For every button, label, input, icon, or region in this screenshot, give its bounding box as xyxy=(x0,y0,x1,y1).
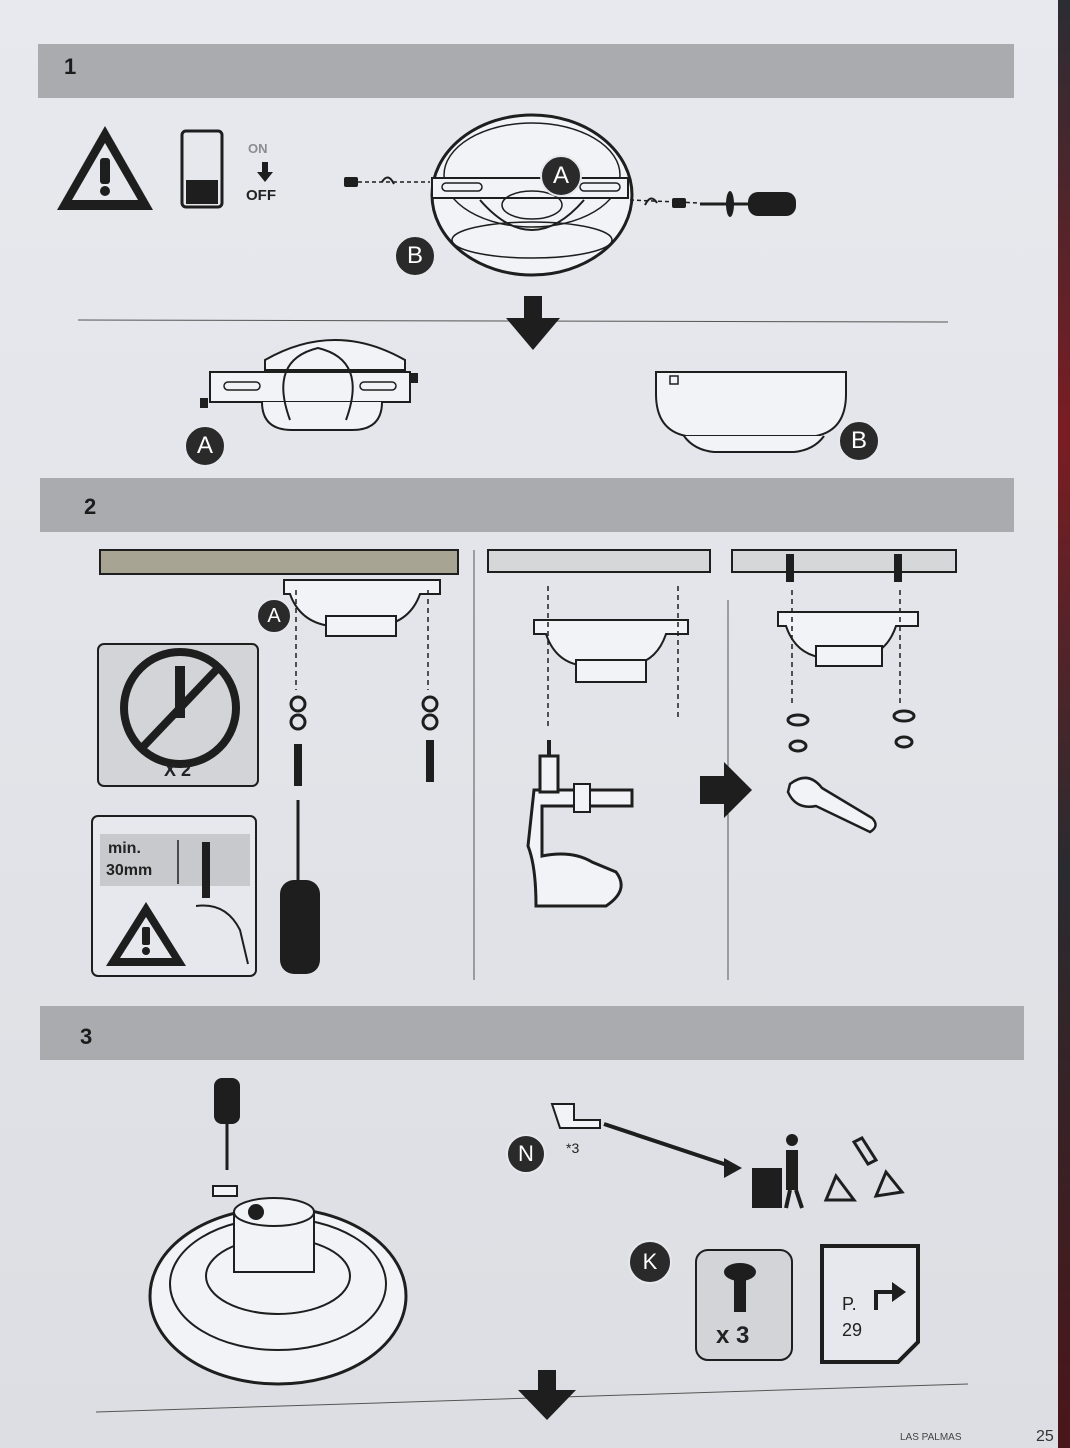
screw-k-box xyxy=(695,1249,793,1361)
page-reference-icon xyxy=(820,1244,920,1364)
fan-body-illustration xyxy=(148,1078,408,1386)
step-2-number: 2 xyxy=(84,494,97,519)
concrete-ceiling-illustration xyxy=(487,549,711,573)
step-1-header xyxy=(38,44,1014,98)
no-screw-warning-box xyxy=(97,643,259,787)
binder-edge xyxy=(1058,0,1070,1448)
step-3-header xyxy=(40,1006,1024,1060)
part-n-badge: N xyxy=(506,1134,546,1174)
power-switch-icon xyxy=(180,129,273,209)
step-3-number: 3 xyxy=(80,1024,93,1049)
wood-ceiling-illustration xyxy=(99,549,459,575)
down-arrow-icon xyxy=(518,1370,576,1420)
min-depth-value: 30mm xyxy=(106,862,153,879)
recycle-icon xyxy=(823,1136,905,1202)
wrench-illustration xyxy=(777,554,919,834)
part-b-badge: B xyxy=(394,235,436,277)
canopy-bowl-illustration xyxy=(655,371,847,453)
page-ref-prefix: P. xyxy=(842,1294,857,1314)
screw-quantity-label: X 2 xyxy=(164,760,192,780)
min-depth-label: min. xyxy=(108,840,141,857)
footer-brand: LAS PALMAS xyxy=(900,1432,962,1443)
min-depth-warning-box xyxy=(91,815,257,977)
footer-page-number: 25 xyxy=(1036,1428,1054,1445)
bracket-wood-illustration xyxy=(280,579,441,974)
discard-clips-illustration xyxy=(550,1103,742,1178)
warning-icon xyxy=(57,126,153,210)
screw-k-quantity-label: x 3 xyxy=(716,1322,750,1349)
step-1-number: 1 xyxy=(64,54,77,79)
trash-bin-icon xyxy=(752,1134,804,1209)
right-arrow-icon xyxy=(700,762,752,818)
screw-icon xyxy=(344,176,430,187)
mounting-bracket-illustration xyxy=(200,339,418,431)
part-b-badge-label: B xyxy=(838,420,880,462)
page-ref-number: 29 xyxy=(842,1320,863,1340)
part-a-badge-step2: A xyxy=(256,598,292,634)
switch-off-label: OFF xyxy=(246,187,276,204)
part-a-badge: A xyxy=(540,155,582,197)
part-a-badge-label: A xyxy=(184,425,226,467)
clip-quantity-label: *3 xyxy=(566,1140,580,1156)
drill-illustration xyxy=(526,586,689,908)
part-k-badge: K xyxy=(628,1240,672,1284)
switch-on-label: ON xyxy=(248,141,268,156)
canopy-assembly-illustration xyxy=(430,113,634,277)
step-2-header xyxy=(40,478,1014,532)
down-arrow-icon xyxy=(506,296,560,350)
screwdriver-icon xyxy=(629,191,796,217)
